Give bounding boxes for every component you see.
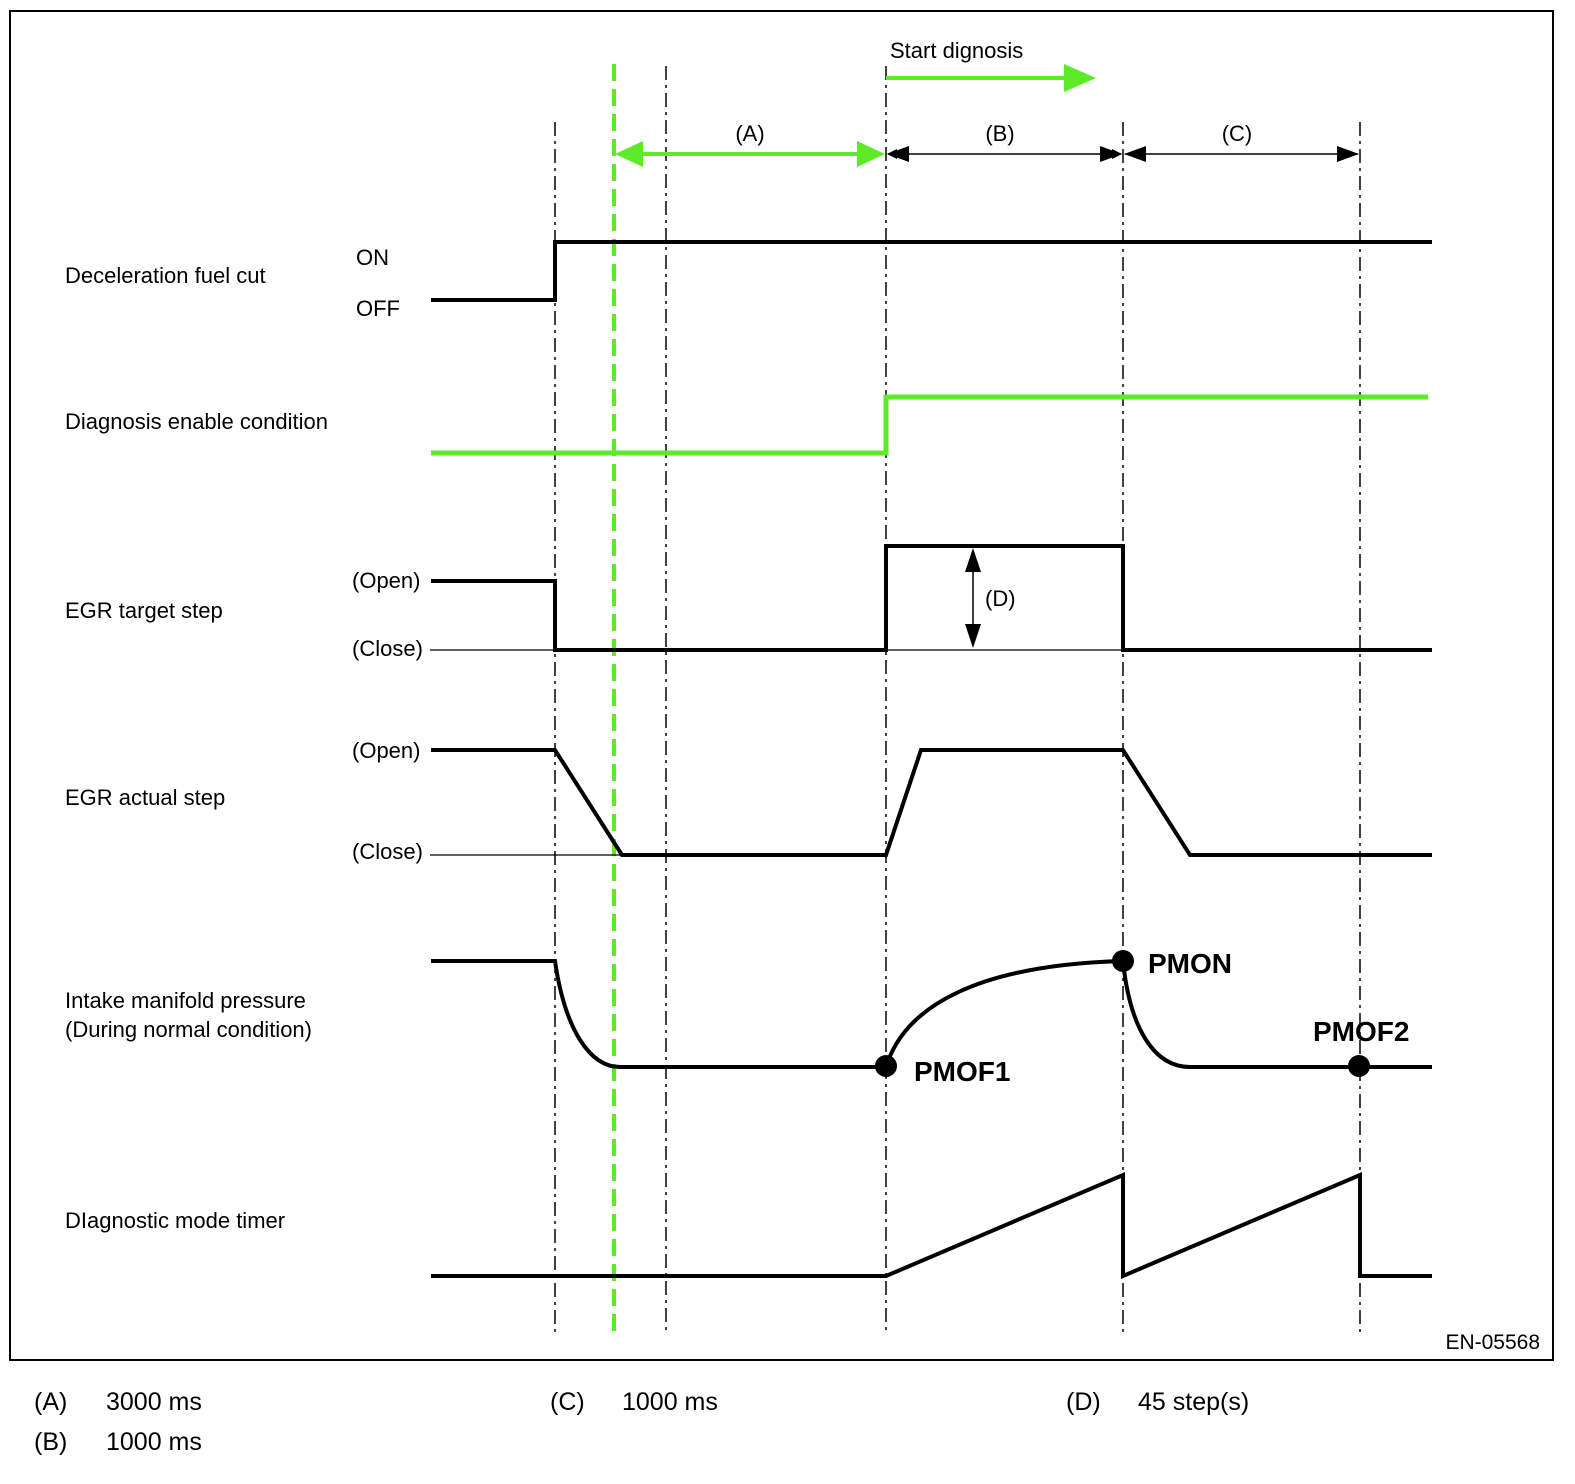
- step-d-arrowhead-bottom: [965, 624, 981, 648]
- legend-c: (C) 1000 ms: [550, 1388, 718, 1417]
- interval-a-arrowhead-right: [857, 141, 885, 167]
- legend-c-value: 1000 ms: [622, 1388, 718, 1416]
- step-d-label: (D): [985, 586, 1016, 611]
- fuel-cut-off-label: OFF: [356, 296, 400, 321]
- egr-actual-close-label: (Close): [352, 839, 423, 864]
- interval-a-arrowhead-left: [615, 141, 643, 167]
- egr-actual-waveform: [431, 748, 1432, 857]
- pmof2-label: PMOF2: [1313, 1016, 1409, 1047]
- reference-lines: [554, 66, 1361, 1335]
- legend-a: (A) 3000 ms: [34, 1388, 202, 1417]
- timer-waveform: [431, 1171, 1432, 1280]
- diag-enable-waveform: [431, 394, 1428, 456]
- interval-c-arrowhead-right: [1337, 146, 1359, 162]
- start-diagnosis-arrowhead: [1064, 64, 1096, 92]
- interval-b-arrowhead-left: [887, 146, 909, 162]
- interval-b-arrowhead-right: [1100, 146, 1122, 162]
- pmof1-point: [875, 1055, 897, 1077]
- legend-b: (B) 1000 ms: [34, 1428, 202, 1457]
- legend-d-key: (D): [1066, 1388, 1101, 1416]
- legend-c-key: (C): [550, 1388, 585, 1416]
- diag-enable-label: Diagnosis enable condition: [65, 409, 328, 434]
- figure-code: EN-05568: [1445, 1331, 1540, 1354]
- intake-waveform: [431, 958, 1432, 1069]
- egr-target-open-label: (Open): [352, 568, 420, 593]
- intake-label-line2: (During normal condition): [65, 1017, 312, 1042]
- legend-d-value: 45 step(s): [1138, 1388, 1250, 1416]
- pmof1-label: PMOF1: [914, 1056, 1010, 1087]
- pmof2-point: [1348, 1055, 1370, 1077]
- fuel-cut-label: Deceleration fuel cut: [65, 263, 266, 288]
- egr-actual-label: EGR actual step: [65, 785, 225, 810]
- interval-c-label: (C): [1222, 121, 1253, 146]
- pmon-label: PMON: [1148, 948, 1232, 979]
- interval-c-arrowhead-left: [1124, 146, 1146, 162]
- interval-b-label: (B): [985, 121, 1014, 146]
- diagram-frame: [9, 10, 1554, 1361]
- start-diagnosis-label: Start dignosis: [890, 38, 1023, 63]
- egr-target-waveform: [431, 544, 1432, 652]
- legend-a-value: 3000 ms: [106, 1388, 202, 1416]
- legend-a-key: (A): [34, 1388, 68, 1416]
- fuel-cut-waveform: [431, 240, 1432, 302]
- legend-b-value: 1000 ms: [106, 1428, 202, 1456]
- timer-label: DIagnostic mode timer: [65, 1208, 285, 1233]
- step-d-arrowhead-top: [965, 548, 981, 572]
- fuel-cut-on-label: ON: [356, 245, 389, 270]
- legend-b-key: (B): [34, 1428, 68, 1456]
- pmon-point: [1112, 950, 1134, 972]
- interval-a-label: (A): [735, 121, 764, 146]
- intake-label-line1: Intake manifold pressure: [65, 988, 306, 1013]
- egr-target-label: EGR target step: [65, 598, 223, 623]
- legend-d: (D) 45 step(s): [1066, 1388, 1249, 1417]
- egr-target-close-label: (Close): [352, 636, 423, 661]
- egr-actual-open-label: (Open): [352, 738, 420, 763]
